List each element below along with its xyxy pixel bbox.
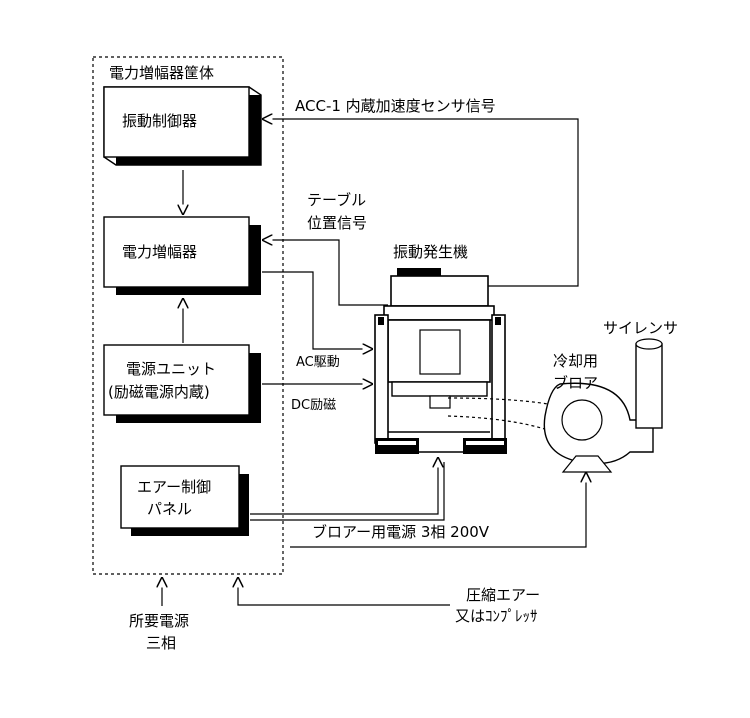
power-input-label-1: 所要電源 xyxy=(129,612,189,630)
air-panel-label-1: エアー制御 xyxy=(137,478,211,496)
power-input-label-2: 三相 xyxy=(146,634,176,652)
silencer-label: サイレンサ xyxy=(603,319,678,337)
power-amplifier-label: 電力増幅器 xyxy=(122,243,197,261)
air-input-arrow xyxy=(238,578,450,606)
power-unit-label-2: (励磁電源内蔵) xyxy=(108,383,210,401)
air-panel-label-2: パネル xyxy=(147,500,192,518)
vibration-controller-label: 振動制御器 xyxy=(122,112,197,130)
shaker-unit xyxy=(374,268,507,454)
air-control-panel-block: エアー制御 パネル xyxy=(120,465,249,536)
table-position-line xyxy=(263,240,388,306)
blower-power-label: ブロアー用電源 3相 200V xyxy=(312,523,490,541)
blower-label-2: ブロア xyxy=(553,374,598,392)
air-supply-line xyxy=(250,458,438,515)
acc-signal-label: ACC-1 内蔵加速度センサ信号 xyxy=(295,97,496,115)
blower-label-1: 冷却用 xyxy=(553,352,598,370)
blower-power-line xyxy=(290,473,586,548)
air-input-label-1: 圧縮エアー xyxy=(466,586,540,604)
power-amplifier-block: 電力増幅器 xyxy=(103,216,261,295)
vibration-controller-block: 振動制御器 xyxy=(103,86,262,166)
power-unit-label-1: 電源ユニット xyxy=(126,360,216,378)
shaker-label: 振動発生機 xyxy=(393,243,468,261)
air-input-label-2: 又はｺﾝﾌﾟﾚｯｻ xyxy=(455,607,538,625)
cooling-duct xyxy=(447,397,549,405)
ac-drive-label: AC駆動 xyxy=(296,355,340,370)
dc-excitation-label: DC励磁 xyxy=(291,398,336,413)
enclosure-title: 電力増幅器筐体 xyxy=(109,64,214,82)
power-unit-block: 電源ユニット (励磁電源内蔵) xyxy=(103,344,261,423)
ac-drive-line xyxy=(262,271,372,349)
cooling-blower xyxy=(543,382,654,473)
silencer xyxy=(635,338,663,429)
table-position-label-2: 位置信号 xyxy=(307,214,367,232)
table-position-label-1: テーブル xyxy=(307,191,366,209)
